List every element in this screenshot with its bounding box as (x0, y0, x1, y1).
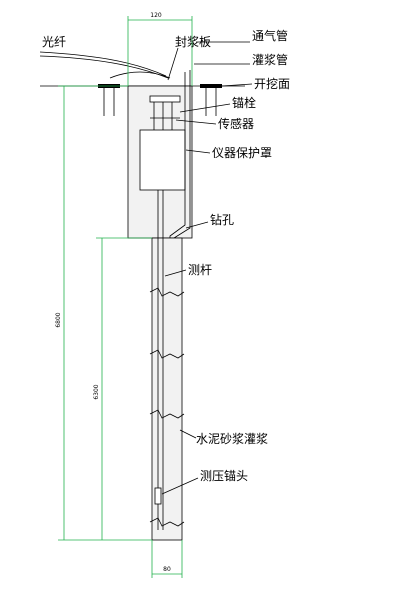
leader-borehole (185, 221, 209, 229)
seal-plate-shape (149, 95, 181, 103)
leader-rod (164, 269, 187, 277)
label-cement-grout: 水泥砂浆灌浆 (196, 431, 268, 446)
label-sensor: 传感器 (218, 116, 254, 131)
leader-excavation (221, 83, 253, 87)
break-mark-1 (149, 287, 185, 297)
right-bolt-plate (200, 84, 222, 88)
label-vent-pipe: 通气管 (252, 28, 288, 43)
anchor-head-shape (154, 487, 162, 505)
label-instrument-cover: 仪器保护罩 (212, 146, 272, 160)
break-mark-2 (149, 349, 185, 359)
label-excavation-face: 开挖面 (254, 76, 290, 91)
label-anchor-bolt: 锚栓 (232, 95, 256, 110)
fiber-cable-1 (39, 51, 167, 77)
leader-anchor-bolt (179, 103, 231, 113)
dim-top-width: 120 (150, 12, 162, 19)
label-rod: 测杆 (188, 263, 212, 277)
fiber-cable-3 (109, 71, 171, 79)
break-mark-4 (149, 517, 185, 527)
label-anchor-head: 测压锚头 (200, 468, 248, 483)
dim-hole-depth: 6300 (93, 384, 100, 399)
leader-grout (179, 429, 197, 439)
instrument-cover-shape (139, 129, 186, 191)
break-mark-3 (149, 409, 185, 419)
label-grout-pipe: 灌浆管 (252, 52, 288, 67)
leader-sensor (175, 119, 217, 125)
leader-seal-plate (167, 47, 179, 81)
leader-cover (185, 149, 211, 154)
label-fiber: 光纤 (42, 35, 66, 49)
label-seal-plate: 封浆板 (175, 34, 211, 49)
label-borehole: 钻孔 (210, 212, 234, 227)
leader-anchor-head (161, 477, 199, 495)
fiber-cable-2 (39, 55, 169, 79)
dim-total-depth: 6800 (55, 312, 62, 327)
dim-hole-width: 80 (163, 566, 171, 573)
